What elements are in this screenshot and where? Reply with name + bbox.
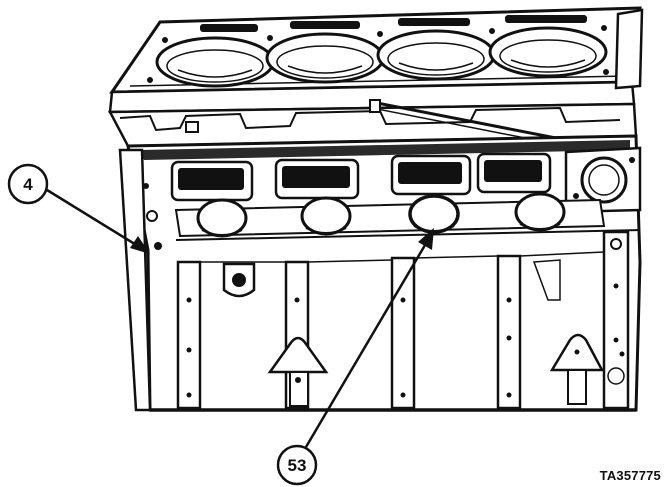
head-bolt-hole	[601, 25, 607, 31]
main-bearing-rib	[176, 260, 202, 410]
main-bearing-rib	[496, 254, 522, 410]
callout-53-bubble	[276, 444, 318, 486]
coolant-slot	[290, 21, 360, 29]
head-bolt-hole	[147, 77, 153, 83]
callout-4: 4	[7, 163, 150, 254]
drain-hole	[607, 367, 625, 385]
face-shadow-band	[140, 140, 630, 160]
callout-4-label: 4	[23, 175, 33, 194]
cylinder-bore	[265, 32, 385, 84]
bearing-saddle	[267, 336, 329, 407]
end-bolt-hole	[143, 183, 149, 189]
round-boss	[564, 146, 642, 214]
end-bolt-hole	[146, 210, 158, 222]
bearing-saddle	[549, 333, 605, 405]
drain-hole	[619, 351, 625, 357]
callout-4-arrowhead	[130, 236, 150, 254]
callout-53-leader	[304, 239, 430, 448]
port-opening	[170, 160, 254, 202]
deck-end-rail	[614, 8, 644, 90]
head-bolt-hole	[489, 28, 495, 34]
head-bolt-hole	[603, 69, 609, 75]
ledge-brackets	[119, 106, 621, 132]
oil-gallery-rod	[371, 100, 567, 142]
callout-53: 53	[276, 228, 434, 486]
plug-flange	[174, 198, 606, 238]
port-opening	[390, 154, 472, 196]
head-bolt-hole	[377, 31, 383, 37]
oil-passage-boss	[222, 262, 256, 298]
callout-53-arrowhead	[418, 228, 434, 250]
head-bolt-hole	[267, 35, 273, 41]
cylinder-bore	[376, 29, 496, 81]
crankcase-ribs	[150, 229, 641, 412]
port-opening	[476, 152, 552, 194]
block-top-deck	[108, 6, 644, 114]
main-bearing-rib	[390, 256, 416, 410]
cylinder-bore	[488, 26, 608, 78]
ledge-lug	[369, 99, 381, 113]
coolant-slot	[505, 15, 587, 23]
ledge-lug	[185, 121, 199, 133]
callout-4-bubble	[7, 163, 49, 205]
core-plug-row	[174, 192, 606, 238]
web-chamfer	[532, 259, 561, 301]
cylinder-bore	[155, 36, 275, 88]
figure-id-label: TA357775	[599, 468, 661, 483]
coolant-slot	[398, 18, 470, 26]
port-opening	[274, 158, 360, 200]
callout-53-label: 53	[288, 456, 307, 475]
coolant-slot	[200, 24, 258, 32]
end-bolt-hole	[154, 242, 162, 250]
port-openings-row	[170, 146, 642, 214]
head-bolt-hole	[162, 37, 168, 43]
callout-4-leader	[46, 188, 139, 248]
